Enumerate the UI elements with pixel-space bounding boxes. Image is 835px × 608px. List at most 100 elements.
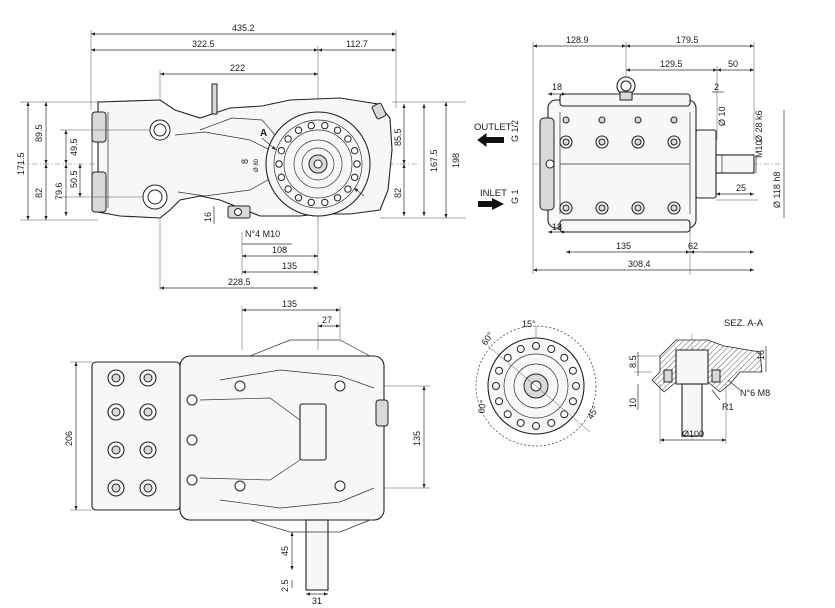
dim-222: 222 bbox=[230, 63, 245, 73]
angle-15: 15° bbox=[522, 319, 536, 329]
dim-25: 25 bbox=[736, 183, 746, 193]
radius-r1: R1 bbox=[722, 402, 734, 412]
dim-18-top: 18 bbox=[552, 82, 562, 92]
flange-bolt bbox=[294, 126, 303, 134]
flange-bolt bbox=[344, 185, 352, 193]
holes-m8: N°6 M8 bbox=[740, 388, 770, 398]
angle-60-left: 60° bbox=[476, 399, 488, 415]
dim-228-5: 228.5 bbox=[228, 277, 251, 287]
flange-hole bbox=[503, 353, 512, 362]
top-view: 135 27 206 135 45 2.5 31 bbox=[64, 299, 430, 606]
flange-hole bbox=[568, 366, 577, 375]
flange-bolt bbox=[321, 121, 329, 130]
dim-2-5: 2.5 bbox=[280, 579, 290, 592]
shaft-top bbox=[305, 519, 329, 591]
dim-27: 27 bbox=[322, 315, 332, 325]
side-bolt-center bbox=[562, 204, 570, 212]
flange-hole bbox=[503, 410, 512, 419]
dim-135-top: 135 bbox=[282, 299, 297, 309]
dim-50-5: 50.5 bbox=[69, 170, 79, 188]
body-bolt bbox=[334, 380, 346, 392]
top-bolts bbox=[107, 369, 346, 497]
dim-118h8: Ø 118 h8 bbox=[772, 172, 782, 208]
flange-bolt bbox=[277, 146, 286, 155]
head-bolt-center bbox=[111, 483, 121, 493]
head-bolt-center bbox=[143, 407, 153, 417]
flange-hole bbox=[560, 353, 569, 362]
dim-179-5: 179.5 bbox=[676, 35, 699, 45]
angle-45: 45° bbox=[585, 404, 601, 421]
dim-8-5: 8.5 bbox=[628, 355, 638, 368]
side-bolt-center bbox=[634, 204, 642, 212]
dim-435-2: 435.2 bbox=[232, 23, 255, 33]
section-mark: A bbox=[260, 128, 267, 139]
dim-206: 206 bbox=[64, 431, 74, 446]
dim-m10: M10 bbox=[754, 140, 764, 158]
dim-322-5: 322.5 bbox=[192, 39, 215, 49]
dim-16-front: 16 bbox=[203, 212, 213, 222]
flange-holes bbox=[492, 342, 580, 430]
flange-hole bbox=[492, 382, 500, 390]
dim-167-5: 167.5 bbox=[429, 149, 439, 172]
dim-80h: Ø 80 bbox=[254, 158, 260, 172]
flange-bolt bbox=[284, 185, 292, 193]
head-bolt-center bbox=[143, 373, 153, 383]
flange-hole bbox=[547, 418, 556, 427]
side-bolt-center bbox=[562, 138, 570, 146]
dim-171-5: 171.5 bbox=[16, 152, 26, 175]
flange-hole bbox=[572, 382, 580, 390]
head-bolt-center bbox=[111, 445, 121, 455]
pump-housing-top bbox=[91, 361, 181, 511]
flange-hole bbox=[532, 342, 540, 350]
flange-bolt bbox=[344, 135, 352, 143]
dim-135-side: 135 bbox=[616, 241, 631, 251]
flange-bolt bbox=[321, 198, 329, 207]
head-bolt-center bbox=[143, 483, 153, 493]
outlet-thread: G 1/2 bbox=[510, 120, 520, 142]
dim-82-left: 82 bbox=[34, 188, 44, 198]
dim-128-9: 128.9 bbox=[566, 35, 589, 45]
flange-hole bbox=[495, 397, 504, 406]
body-bolt bbox=[186, 474, 198, 486]
head-bolt-center bbox=[111, 373, 121, 383]
side-bolt-center bbox=[634, 138, 642, 146]
side-bolts bbox=[559, 116, 681, 215]
inlet-label: INLET bbox=[480, 188, 507, 199]
shaft-side bbox=[695, 129, 717, 199]
dim-2: 2 bbox=[714, 82, 719, 92]
side-bolt-center bbox=[598, 138, 606, 146]
flange-hole bbox=[532, 422, 540, 430]
side-stud bbox=[634, 116, 642, 124]
flange-bolt bbox=[307, 198, 315, 207]
flange-bolt bbox=[277, 173, 286, 182]
inlet-thread: G 1 bbox=[510, 189, 520, 204]
flange-hole bbox=[560, 410, 569, 419]
flange-bolt bbox=[333, 194, 342, 202]
flange-bolt bbox=[333, 126, 342, 134]
dim-16-section: 16 bbox=[756, 350, 766, 360]
dim-129-5: 129.5 bbox=[660, 59, 683, 69]
dim-135-front: 135 bbox=[282, 261, 297, 271]
dim-135-right: 135 bbox=[412, 431, 422, 446]
section-title: SEZ. A-A bbox=[724, 318, 764, 329]
dim-79-6: 79.6 bbox=[54, 182, 64, 200]
flange-bolt bbox=[284, 135, 292, 143]
dim-50: 50 bbox=[728, 59, 738, 69]
flange-bolt bbox=[294, 194, 303, 202]
dim-112-7: 112.7 bbox=[346, 39, 368, 49]
flange-view: 15° 60° 60° 45° bbox=[475, 319, 601, 447]
flange-hole bbox=[516, 418, 525, 427]
flange-hole bbox=[495, 366, 504, 375]
dim-89-5: 89.5 bbox=[34, 124, 44, 142]
angle-60-top: 60° bbox=[479, 330, 495, 347]
dim-49-5: 49.5 bbox=[69, 138, 79, 156]
dim-45: 45 bbox=[280, 546, 290, 556]
dim-10-dia: Ø 10 bbox=[717, 106, 727, 126]
body-bolt bbox=[186, 394, 198, 406]
outlet-label: OUTLET bbox=[474, 122, 512, 133]
dim-308-4: 308.4 bbox=[628, 259, 651, 269]
flange-bolts bbox=[275, 121, 361, 207]
flange-hole bbox=[547, 345, 556, 354]
flange-bolt bbox=[353, 160, 361, 168]
